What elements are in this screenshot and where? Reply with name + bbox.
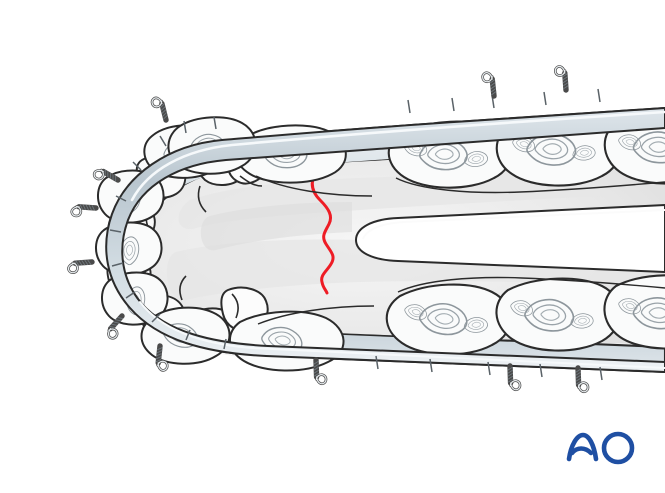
muscle-bundle xyxy=(385,283,512,356)
muscle-bundle xyxy=(603,274,665,350)
periosteum-highlight-lower xyxy=(139,301,665,369)
cancellous-shading-core xyxy=(200,202,352,251)
muscle-bundle xyxy=(229,310,345,372)
periosteum-highlight xyxy=(130,110,665,202)
periosteum-anchor-ticks xyxy=(109,88,603,381)
medullary-canal xyxy=(355,204,665,273)
canal-highlight xyxy=(362,209,665,240)
muscle-bundle xyxy=(495,277,622,352)
fracture-line xyxy=(310,168,335,295)
ao-logo: AO Foundation xyxy=(566,431,635,465)
subperiosteal-contours xyxy=(255,175,665,325)
